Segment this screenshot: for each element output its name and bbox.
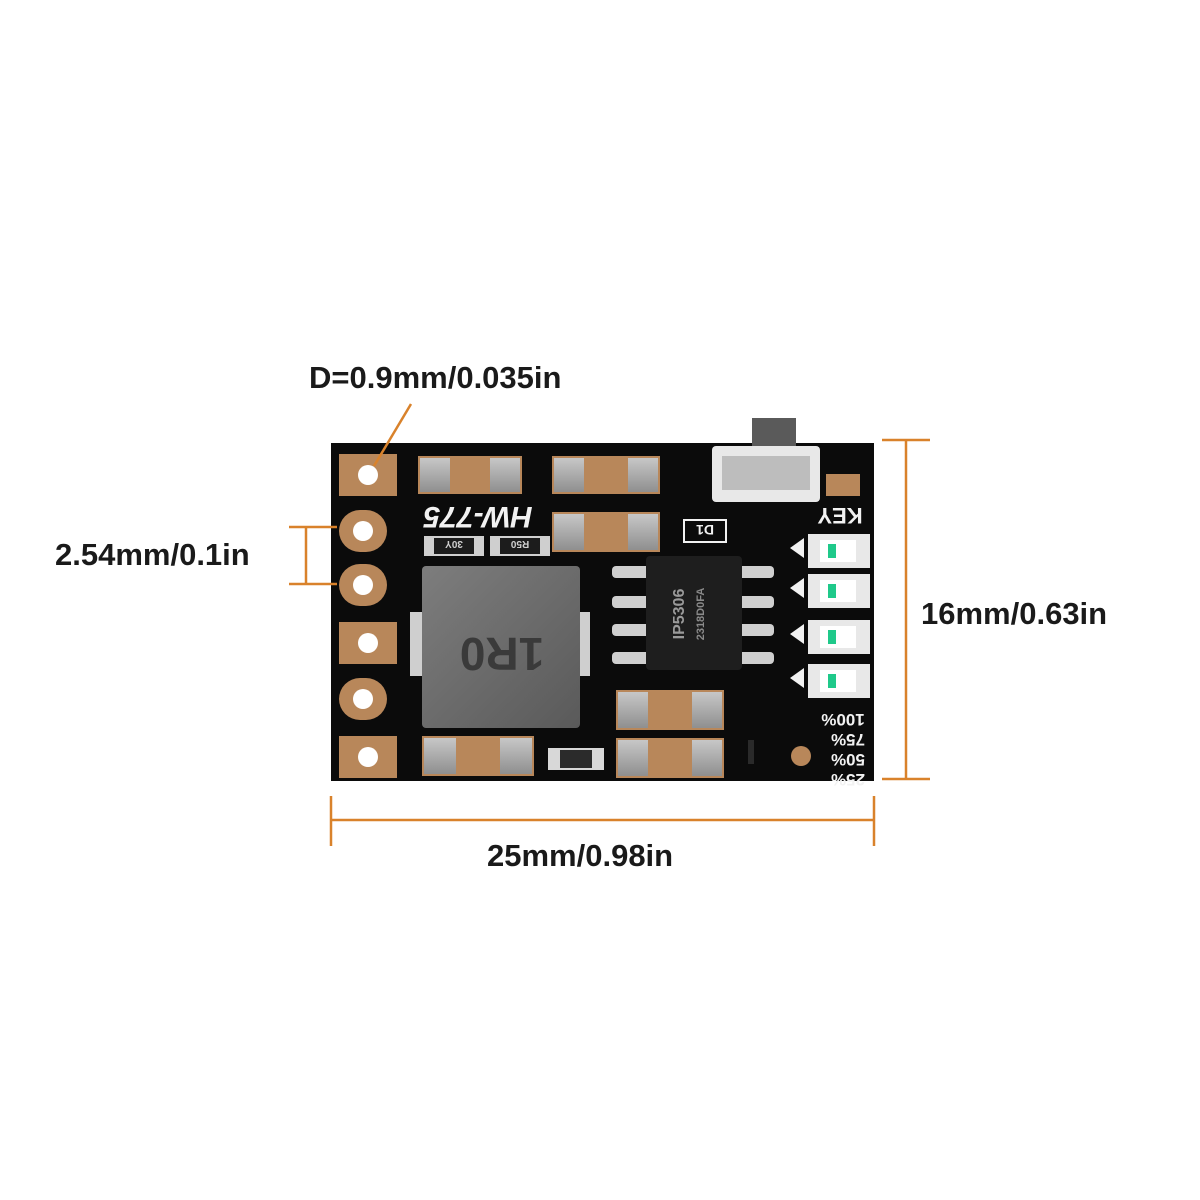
led-arrow bbox=[790, 538, 804, 558]
led-arrow bbox=[790, 578, 804, 598]
width-label: 25mm/0.98in bbox=[487, 838, 674, 873]
chip-label: IP5306 bbox=[671, 589, 688, 640]
leds bbox=[790, 534, 870, 698]
led-arrow bbox=[790, 668, 804, 688]
switch-pad bbox=[826, 474, 860, 496]
resistor-label-2: R50 bbox=[510, 538, 529, 549]
pin-header bbox=[339, 454, 397, 778]
percent-label: 75% bbox=[831, 730, 865, 749]
pin-hole bbox=[353, 689, 373, 709]
pin-hole bbox=[358, 747, 378, 767]
percent-label: 50% bbox=[831, 750, 865, 769]
resistor-label-1: 30Y bbox=[445, 538, 463, 549]
diode-label: D1 bbox=[696, 522, 714, 538]
via-pad bbox=[791, 746, 811, 766]
percent-label: 25% bbox=[831, 770, 865, 789]
pin-pitch-label: 2.54mm/0.1in bbox=[55, 537, 250, 572]
switch-window bbox=[722, 456, 810, 490]
diode-outline bbox=[683, 519, 727, 543]
inductor: 1R0 bbox=[410, 566, 590, 728]
pin-hole bbox=[358, 633, 378, 653]
key-label: KEY bbox=[817, 503, 863, 528]
dimension-lines bbox=[289, 403, 930, 846]
switch-knob[interactable] bbox=[752, 418, 796, 448]
pin-hole bbox=[353, 521, 373, 541]
smd-part bbox=[748, 740, 754, 764]
height-label: 16mm/0.63in bbox=[921, 596, 1108, 631]
capacitors bbox=[418, 456, 724, 778]
percent-label: 100% bbox=[821, 710, 864, 729]
hole-leader bbox=[372, 403, 413, 467]
pin-hole bbox=[353, 575, 373, 595]
model-label: HW-775 bbox=[422, 500, 532, 533]
inductor-label: 1R0 bbox=[460, 628, 544, 680]
hole-diameter-label: D=0.9mm/0.035in bbox=[309, 360, 562, 395]
ic-chip: IP5306 2318D0FA bbox=[612, 556, 774, 670]
chip-code: 2318D0FA bbox=[695, 588, 707, 641]
pin-hole bbox=[358, 465, 378, 485]
led-arrow bbox=[790, 624, 804, 644]
